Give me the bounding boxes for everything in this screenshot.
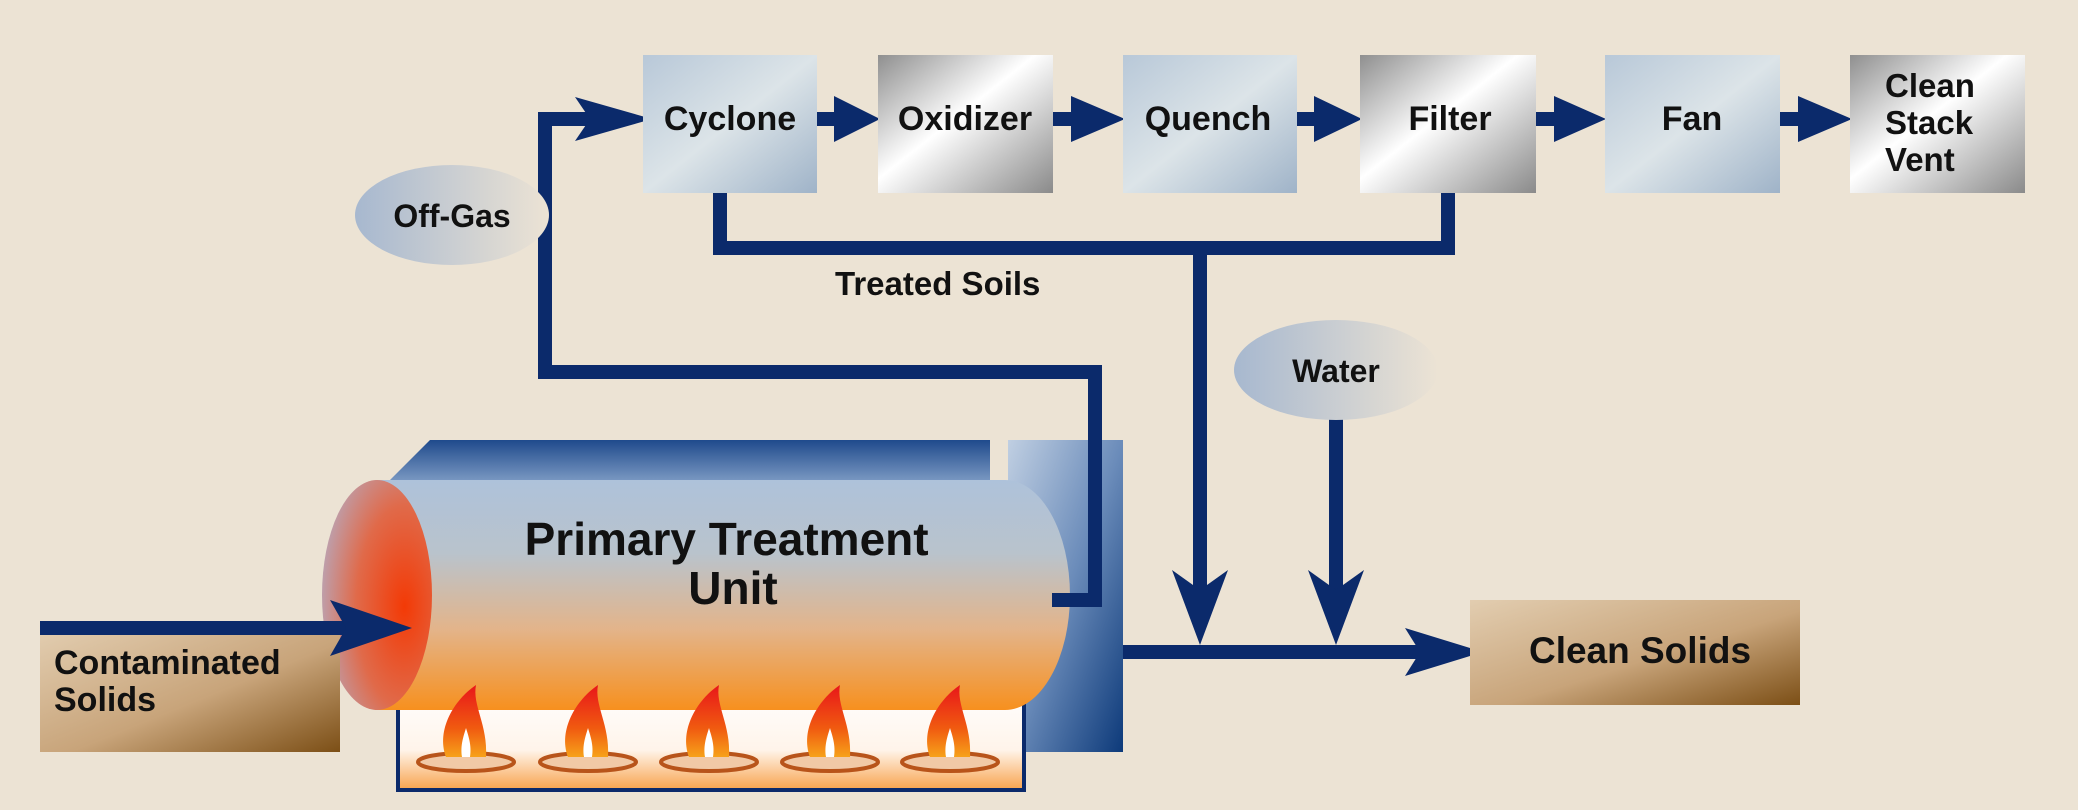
clean-stack-vent-line-2: Stack — [1885, 104, 1974, 141]
burner-flame — [780, 685, 880, 773]
contaminated-solids-line-1: Contaminated — [54, 644, 281, 682]
oxidizer-label: Oxidizer — [898, 100, 1032, 138]
contaminated-solids-label: Contaminated Solids — [54, 644, 290, 719]
process-box-oxidizer: Oxidizer — [878, 55, 1053, 193]
filter-label: Filter — [1408, 100, 1491, 138]
clean-stack-vent-line-3: Vent — [1885, 141, 1955, 178]
process-box-fan: Fan — [1605, 55, 1780, 193]
clean-stack-vent-line-1: Clean — [1885, 67, 1975, 104]
process-box-cyclone: Cyclone — [643, 55, 817, 193]
primary-unit-line-1: Primary Treatment — [525, 513, 929, 565]
process-box-clean-stack-vent: Clean Stack Vent — [1850, 55, 2025, 193]
process-box-quench: Quench — [1123, 55, 1297, 193]
input-contaminated-solids: Contaminated Solids — [40, 630, 340, 752]
off-gas-label: Off-Gas — [393, 198, 510, 234]
drum-end-cap — [322, 480, 432, 710]
treated-soils-arrowhead — [1172, 570, 1228, 645]
discharge-arrowhead — [1405, 628, 1483, 676]
burner-flame — [416, 685, 516, 773]
clean-stack-vent-label: Clean Stack Vent — [1885, 67, 1984, 178]
burner-flame — [659, 685, 759, 773]
burner-flame — [538, 685, 638, 773]
cyclone-label: Cyclone — [664, 100, 796, 138]
primary-treatment-unit: Primary Treatment Unit — [322, 372, 1123, 792]
clean-solids-label: Clean Solids — [1529, 630, 1751, 671]
off-gas-arrowhead — [575, 97, 652, 141]
contaminated-solids-line-2: Solids — [54, 681, 156, 719]
process-chain-arrows — [816, 96, 1852, 142]
quench-label: Quench — [1145, 100, 1272, 138]
burner-flame — [900, 685, 1000, 773]
off-gas-bubble: Off-Gas — [355, 165, 549, 265]
drum-body — [375, 480, 1070, 710]
input-feed-arrowhead — [330, 600, 412, 656]
treated-soils-line — [713, 192, 1455, 600]
primary-unit-label: Primary Treatment Unit — [525, 513, 942, 614]
output-clean-solids: Clean Solids — [1470, 600, 1800, 705]
water-arrowhead — [1308, 570, 1364, 645]
treated-soils-label: Treated Soils — [835, 265, 1040, 302]
burners — [416, 685, 1000, 773]
water-bubble: Water — [1234, 320, 1438, 420]
process-box-filter: Filter — [1360, 55, 1536, 193]
drum-top-housing — [390, 440, 990, 482]
primary-unit-line-2: Unit — [688, 562, 777, 614]
off-gas-duct-riser — [1052, 372, 1102, 607]
water-label: Water — [1292, 353, 1380, 389]
fan-label: Fan — [1662, 100, 1722, 138]
